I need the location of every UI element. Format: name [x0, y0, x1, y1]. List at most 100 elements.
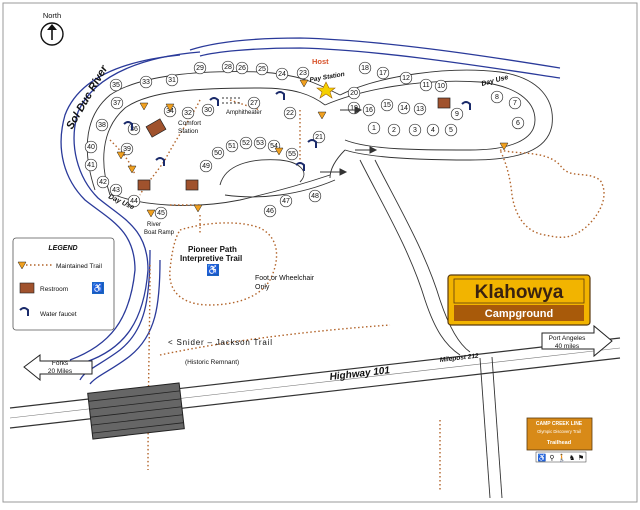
legend-restroom-label: Restroom	[40, 286, 68, 293]
campsite-marker	[508, 96, 522, 110]
host-label: Host	[312, 57, 329, 66]
campsite-marker	[96, 175, 110, 189]
campsite-marker	[110, 96, 124, 110]
campsite-number: 6	[516, 120, 520, 127]
campsite-22: 22	[283, 106, 297, 120]
campsite-23: 23	[296, 66, 310, 80]
campsite-10: 10	[434, 79, 448, 93]
campsite-number: 32	[184, 110, 192, 117]
campsite-number: 9	[455, 111, 459, 118]
campsite-number: 11	[422, 82, 429, 89]
milepost-label: Milepost 212	[439, 353, 479, 364]
legend-title: LEGEND	[48, 245, 77, 252]
forks-direction-sign: Forks 20 Miles	[23, 354, 93, 382]
legend: LEGEND Maintained Trail Restroom ♿ Water…	[12, 237, 115, 331]
campsite-marker	[201, 103, 215, 117]
campsite-number: 12	[402, 75, 410, 82]
klahowya-campground-sign: Klahowya Campground	[447, 274, 591, 326]
port-angeles-direction-sign: Port Angeles 40 miles	[541, 324, 613, 358]
campsite-marker	[399, 71, 413, 85]
campsite-marker	[367, 121, 381, 135]
campsite-number: 42	[99, 179, 107, 186]
pioneer-path-label-2: Interpretive Trail	[180, 254, 242, 263]
campsite-number: 50	[214, 150, 222, 157]
pay-station-star-icon	[316, 81, 336, 99]
restrooms	[137, 97, 451, 191]
campsite-number: 4	[431, 127, 435, 134]
campsite-51: 51	[225, 139, 239, 153]
campsite-number: 3	[413, 127, 417, 134]
campsite-marker	[387, 123, 401, 137]
campsite-marker	[109, 183, 123, 197]
campsite-5: 5	[444, 123, 458, 137]
campsite-47: 47	[279, 194, 293, 208]
campsite-marker	[397, 101, 411, 115]
campsite-number: 55	[288, 151, 296, 158]
campsite-18: 18	[358, 61, 372, 75]
campsite-marker	[139, 75, 153, 89]
campsite-marker	[444, 123, 458, 137]
campsite-marker	[408, 123, 422, 137]
campsite-7: 7	[508, 96, 522, 110]
campsite-42: 42	[96, 175, 110, 189]
campsite-marker	[154, 206, 168, 220]
campsite-number: 20	[350, 90, 358, 97]
campsite-number: 29	[196, 65, 204, 72]
campsite-13: 13	[413, 102, 427, 116]
campsite-number: 24	[278, 71, 286, 78]
pioneer-path-label: Pioneer Path	[188, 245, 237, 254]
north-arrow: North	[40, 11, 64, 46]
pay-station-label: Pay Station	[309, 71, 345, 84]
historic-remnant-label: (Historic Remnant)	[185, 359, 239, 366]
campsite-55: 55	[285, 147, 299, 161]
restroom-icon	[19, 282, 35, 294]
trailhead-sign: CAMP CREEK LINE Olympic Discovery Trail …	[526, 417, 593, 463]
campsite-marker	[239, 136, 253, 150]
bridge	[87, 382, 185, 440]
campsite-number: 25	[258, 66, 266, 73]
campsite-marker	[312, 130, 326, 144]
campsite-35: 35	[109, 78, 123, 92]
campsite-48: 48	[308, 189, 322, 203]
campsite-number: 15	[383, 102, 391, 109]
campsite-number: 39	[123, 146, 131, 153]
campsite-number: 28	[224, 64, 232, 71]
trail-markers	[116, 79, 509, 218]
campsite-26: 26	[235, 61, 249, 75]
campsite-9: 9	[450, 107, 464, 121]
wheelchair-icon	[92, 282, 104, 294]
campsite-marker	[263, 204, 277, 218]
legend-trail-label: Maintained Trail	[56, 263, 102, 270]
campsite-marker	[358, 61, 372, 75]
campsite-number: 19	[350, 105, 358, 112]
campsite-number: 46	[266, 208, 274, 215]
sign-title: Klahowya	[475, 282, 564, 303]
campsite-marker	[165, 73, 179, 87]
walker-icon: ⚑	[578, 454, 584, 462]
amphitheater-seats	[222, 97, 242, 104]
campsite-number: 13	[416, 106, 424, 113]
campsite-number: 16	[365, 107, 373, 114]
campsite-marker	[221, 60, 235, 74]
campsite-31: 31	[165, 73, 179, 87]
campsite-number: 41	[87, 162, 95, 169]
restroom-icon	[185, 179, 199, 191]
campsite-number: 43	[112, 187, 120, 194]
campsite-marker	[285, 147, 299, 161]
campsite-number: 14	[400, 105, 408, 112]
campsite-number: 26	[238, 65, 246, 72]
campsite-4: 4	[426, 123, 440, 137]
campsite-32: 32	[181, 106, 195, 120]
campsite-number: 30	[204, 107, 212, 114]
campsite-21: 21	[312, 130, 326, 144]
campsite-number: 33	[142, 79, 150, 86]
campsite-marker	[84, 140, 98, 154]
campsite-8: 8	[490, 90, 504, 104]
campsite-marker	[308, 189, 322, 203]
port-angeles-label: Port Angeles	[549, 335, 587, 342]
wheelchair-icon: ♿	[538, 453, 547, 462]
campsite-marker	[235, 61, 249, 75]
trail-marker-icon	[17, 261, 27, 270]
campsite-number: 1	[372, 125, 376, 132]
